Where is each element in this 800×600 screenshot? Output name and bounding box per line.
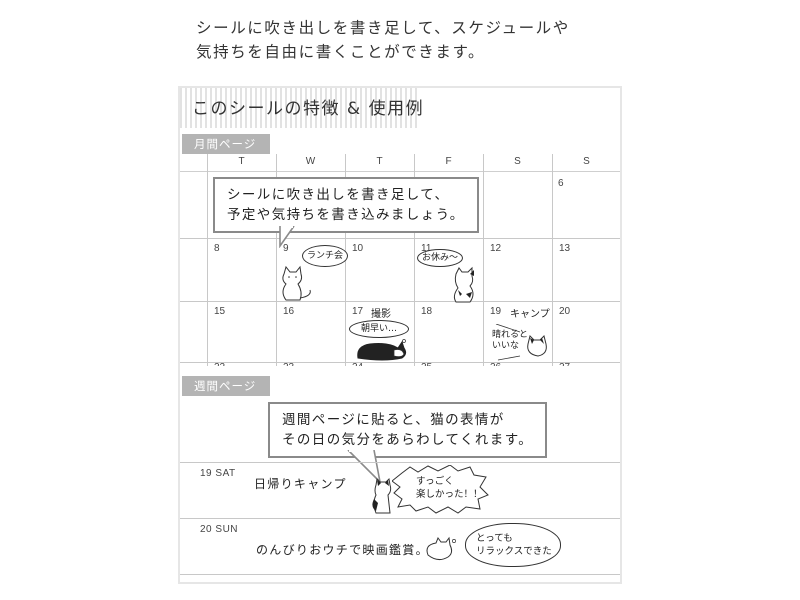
day-24: 24 xyxy=(352,362,363,366)
day-22: 22 xyxy=(214,362,225,366)
note-hope-sunny: 晴れると いいな xyxy=(492,330,529,351)
card-title: このシールの特徴 & 使用例 xyxy=(192,99,425,119)
weekday-tue: T xyxy=(238,156,245,167)
lying-cat-icon xyxy=(453,266,474,303)
sitting-cat-icon xyxy=(282,265,311,301)
day-17: 17 xyxy=(352,306,364,317)
weekday-sat: S xyxy=(514,156,521,167)
monthly-calendar: T W T F S S 6 8 9 10 11 12 13 15 16 17 1… xyxy=(180,154,620,366)
intro-line-1: シールに吹き出しを書き足して、スケジュールや xyxy=(196,19,570,37)
spiky-speech-bubble xyxy=(392,465,489,514)
day-10: 10 xyxy=(352,243,364,254)
speech-bubble-day-off: お休み〜 xyxy=(417,249,463,267)
title-band xyxy=(180,88,420,128)
cat-icon xyxy=(372,477,392,514)
thought-bubble: とっても リラックスできた xyxy=(465,523,561,567)
week-entry: 日帰りキャンプ xyxy=(254,477,347,491)
intro-text: シールに吹き出しを書き足して、スケジュールや 気持ちを自由に書くことができます。 xyxy=(196,16,616,64)
day-12: 12 xyxy=(490,243,502,254)
grid-line xyxy=(483,154,484,366)
weekly-callout-tail xyxy=(347,450,382,484)
week-date: 20 SUN xyxy=(200,524,239,535)
day-27: 27 xyxy=(559,362,570,366)
monthly-page-tag: 月間ページ xyxy=(182,134,270,154)
day-23: 23 xyxy=(283,362,294,366)
weekly-page-tag: 週間ページ xyxy=(182,376,270,396)
grid-line xyxy=(180,301,620,302)
grid-line xyxy=(180,362,620,363)
grid-line xyxy=(552,154,553,366)
week-date: 19 SAT xyxy=(200,468,236,479)
speech-bubble-early: 朝早い… xyxy=(349,320,409,338)
day-20: 20 xyxy=(559,306,571,317)
curled-cat-icon xyxy=(426,536,456,561)
weekday-thu: T xyxy=(376,156,383,167)
day-6: 6 xyxy=(558,178,564,189)
spiky-bubble-text: すっごく 楽しかった！！ xyxy=(416,476,483,500)
grid-line xyxy=(414,154,415,366)
day-25: 25 xyxy=(421,362,432,366)
day-11: 11 xyxy=(421,243,432,254)
weekday-fri: F xyxy=(445,156,452,167)
grid-line xyxy=(180,238,620,239)
monthly-callout: シールに吹き出しを書き足して、 予定や気持ちを書き込みましょう。 xyxy=(213,177,479,233)
weekday-sun: S xyxy=(583,156,590,167)
cat-face-icon xyxy=(495,324,547,361)
intro-line-2: 気持ちを自由に書くことができます。 xyxy=(196,43,486,61)
week-row-empty xyxy=(180,574,620,584)
callout-tail xyxy=(279,226,295,248)
week-row-sun: 20 SUN のんびりおウチで映画鑑賞。 とっても リラックスできた xyxy=(180,518,620,574)
grid-line xyxy=(207,154,208,366)
note-camping: キャンプ xyxy=(510,309,550,320)
day-13: 13 xyxy=(559,243,571,254)
note-shooting: 撮影 xyxy=(371,309,391,320)
weekday-header: T W T F S S xyxy=(180,154,620,172)
weekly-callout: 週間ページに貼ると、猫の表情が その日の気分をあらわしてくれます。 xyxy=(268,402,548,458)
weekday-wed: W xyxy=(305,156,316,167)
sleeping-cat-icon xyxy=(357,339,407,361)
speech-bubble-lunch: ランチ会 xyxy=(302,245,348,267)
day-26: 26 xyxy=(490,362,501,366)
day-19: 19 xyxy=(490,306,502,317)
week-entry: のんびりおウチで映画鑑賞。 xyxy=(256,543,429,557)
usage-example-card: このシールの特徴 & 使用例 月間ページ T W T F S S 6 8 9 1… xyxy=(178,86,622,584)
day-18: 18 xyxy=(421,306,433,317)
grid-line xyxy=(276,154,277,366)
day-15: 15 xyxy=(214,306,226,317)
day-8: 8 xyxy=(214,243,220,254)
week-row-sat: 19 SAT 日帰りキャンプ すっごく 楽しかった！！ xyxy=(180,462,620,518)
day-9: 9 xyxy=(283,243,289,254)
day-16: 16 xyxy=(283,306,295,317)
